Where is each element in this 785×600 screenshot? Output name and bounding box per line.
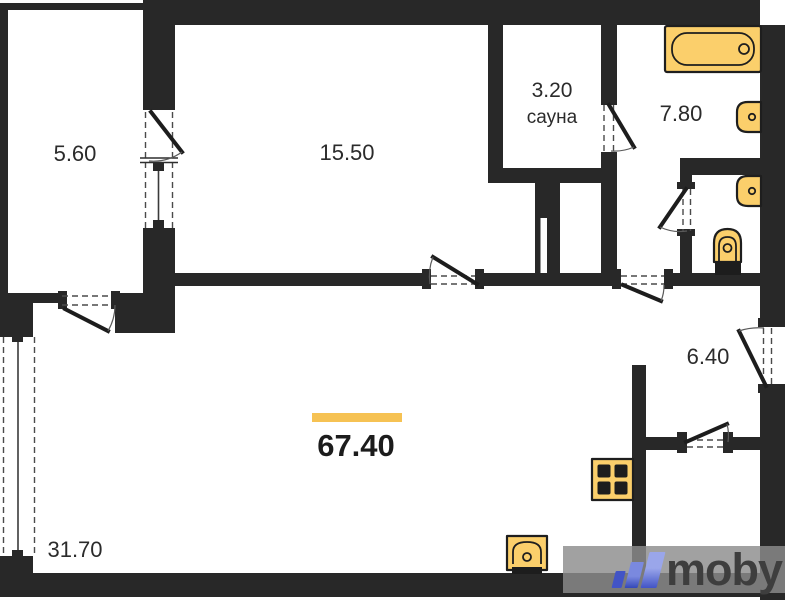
toilet-icon [712,227,743,275]
total-area-highlight [312,413,402,422]
area-labels: 5.60 15.50 3.20 сауна 7.80 6.40 31.70 67… [47,79,729,562]
kitchen-sink-icon [505,534,549,574]
bathtub-icon [663,24,763,74]
sink-icon [735,100,763,134]
total-area-label: 67.40 [317,428,395,463]
room-area-bathroom: 7.80 [660,101,703,126]
room-caption-sauna: сауна [527,107,578,128]
room-area-bedroom: 15.50 [319,140,374,165]
doors-layer [62,102,773,448]
logo-bar [640,551,666,588]
room-area-hall: 6.40 [687,344,730,369]
room-area-balcony: 5.60 [54,141,97,166]
sink-icon [735,174,763,208]
moby-wordmark: moby [665,544,783,595]
moby-watermark: moby [563,546,785,593]
moby-logo-icon [611,551,666,588]
stove-icon [590,457,635,502]
room-area-living: 31.70 [47,537,102,562]
room-area-sauna: 3.20 [532,79,573,102]
logo-bar [611,570,626,588]
